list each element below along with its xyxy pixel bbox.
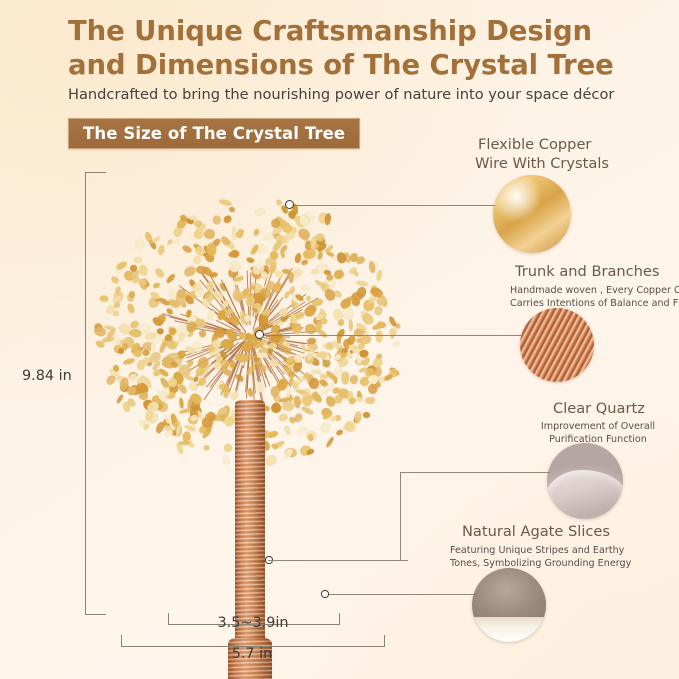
- callout-3-leader-line-elbow: [400, 560, 408, 561]
- callout-3-subtitle-line-1: Improvement of Overall: [540, 421, 656, 432]
- base-inner-measure-bracket: [168, 613, 340, 625]
- copper-wire-trunk-base: [228, 638, 272, 679]
- callout-3-thumbnail: [547, 443, 623, 519]
- callout-4-subtitle-line-1: Featuring Unique Stripes and Earthy: [450, 545, 625, 556]
- callout-3-leader-line-inner: [268, 560, 402, 561]
- base-outer-measure-bracket: [121, 635, 385, 647]
- callout-4-title-line-1: Natural Agate Slices: [462, 523, 610, 540]
- callout-natural-agate-slices: Natural Agate Slices Featuring Unique St…: [0, 0, 631, 642]
- callout-1-anchor-dot: [285, 200, 294, 209]
- callout-1-title-line-2: Wire With Crystals: [475, 155, 609, 172]
- callout-3-leader-line-vertical: [400, 472, 401, 561]
- callout-2-subtitle-line-1: Handmade woven , Every Copper Coil: [510, 285, 679, 296]
- page-title-line-2: and Dimensions of The Crystal Tree: [68, 49, 614, 82]
- page-subtitle: Handcrafted to bring the nourishing powe…: [68, 86, 615, 103]
- page-title: The Unique Craftsmanship Design and Dime…: [68, 14, 668, 82]
- size-section-banner-label: The Size of The Crystal Tree: [83, 124, 346, 143]
- callout-3-title-line-1: Clear Quartz: [553, 400, 645, 417]
- callout-4-thumbnail: [472, 568, 546, 642]
- base-inner-dimension-label: 3.5~3.9in: [217, 615, 289, 631]
- callout-3-anchor-dot: [265, 556, 273, 564]
- callout-3-leader-line-horizontal: [400, 472, 550, 473]
- callout-2-thumbnail: [520, 308, 594, 382]
- base-outer-dimension-label: 5.7 in: [231, 646, 273, 662]
- callout-1-leader-line: [290, 205, 495, 206]
- copper-wire-trunk: [235, 400, 265, 679]
- callout-3-subtitle-line-2: Purification Function: [549, 434, 647, 445]
- callout-1-thumbnail: [493, 175, 571, 253]
- callout-clear-quartz: Clear Quartz Improvement of Overall Puri…: [0, 0, 655, 564]
- page-title-line-1: The Unique Craftsmanship Design: [68, 15, 593, 47]
- height-dimension-label: 9.84 in: [22, 368, 72, 384]
- height-measure-bracket: [85, 172, 106, 615]
- callout-2-title-line-1: Trunk and Branches: [515, 263, 660, 280]
- callout-4-anchor-dot: [321, 590, 329, 598]
- callout-4-subtitle-line-2: Tones, Symbolizing Grounding Energy: [450, 558, 632, 569]
- callout-1-title-line-1: Flexible Copper: [478, 136, 592, 153]
- callout-2-leader-line: [260, 335, 522, 336]
- product-image-citrine-crystal-tree: [92, 168, 424, 679]
- callout-2-anchor-dot: [255, 330, 264, 339]
- callout-2-subtitle-line-2: Carries Intentions of Balance and Flow: [510, 298, 679, 309]
- size-section-banner: The Size of The Crystal Tree: [68, 118, 361, 149]
- callout-4-leader-line: [327, 594, 477, 595]
